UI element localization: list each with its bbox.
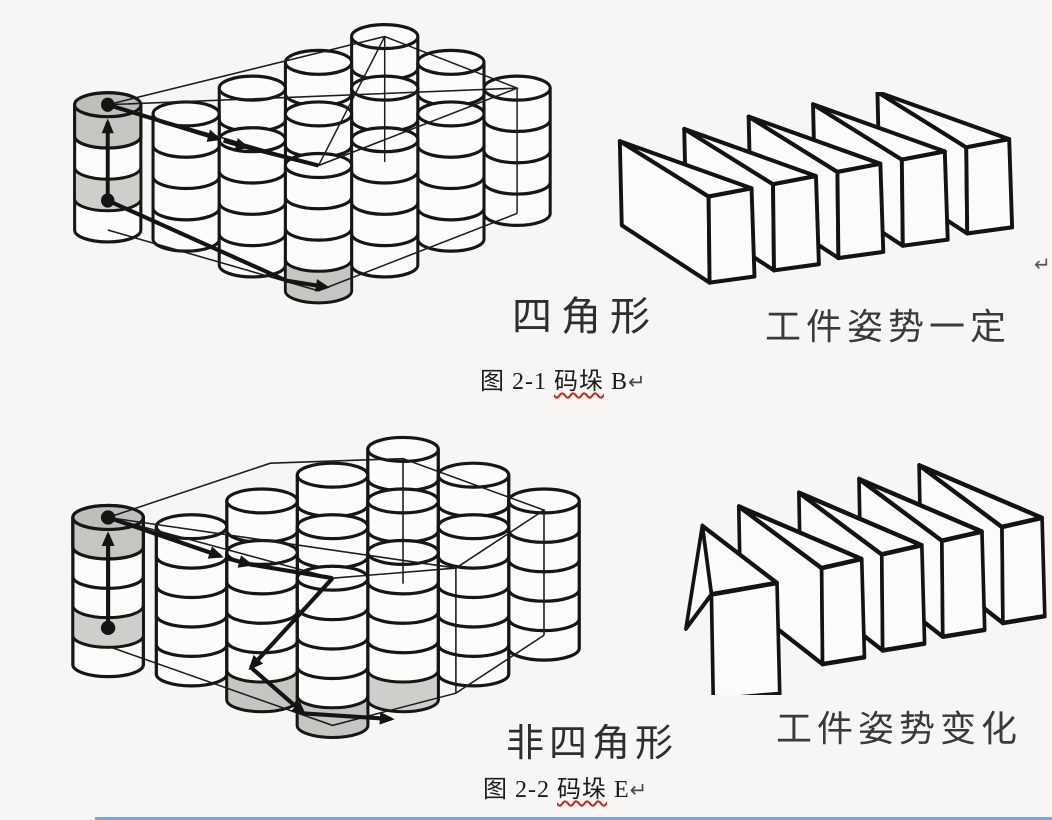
figure2-wedge-row: [675, 455, 1052, 695]
figure2-return-mark: ↵: [629, 778, 649, 802]
figure1-margin-return-mark: ↵: [1034, 252, 1051, 276]
page-bottom-rule: [95, 817, 1052, 820]
figure1-caption-prefix: 图 2-1: [480, 369, 554, 395]
wedge-row-fixed-posture: [620, 92, 1012, 283]
figure1-pallet-diagram: [73, 22, 552, 305]
figure2-shape-label: 非四角形: [506, 723, 679, 765]
figure1-wedge-row: [612, 92, 1017, 297]
figure1-shape-label: 四角形: [512, 294, 659, 339]
figure1-caption-suffix: B: [604, 369, 629, 395]
figure2-posture-label: 工件姿势变化: [776, 709, 1023, 749]
figure2-caption-word: 码垛: [557, 777, 607, 803]
figure1-caption-word: 码垛: [554, 369, 604, 395]
figure2-pallet-diagram: [71, 435, 581, 739]
robot-path-arrows: [100, 510, 395, 725]
figure1-return-mark: ↵: [628, 370, 647, 394]
figure1-caption: 图 2-1 码垛 B↵: [480, 361, 647, 396]
gray-bottom-stack: [366, 538, 440, 714]
figure2-caption: 图 2-2 码垛 E↵: [483, 769, 648, 804]
figure2-caption-suffix: E: [607, 777, 630, 803]
robot-path-arrows: [100, 97, 330, 292]
figure2-caption-prefix: 图 2-2: [483, 777, 557, 803]
figure1-posture-label: 工件姿势一定: [765, 307, 1012, 347]
wedge-row-changed-posture: [686, 465, 1045, 695]
